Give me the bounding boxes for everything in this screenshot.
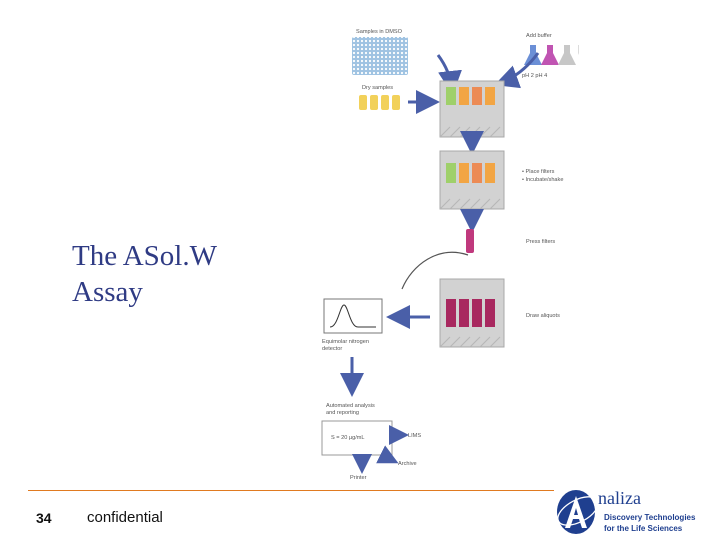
dry-samples-vials (359, 95, 400, 110)
label-press-filters: Press filters (526, 239, 555, 245)
logo-brand: naliza (598, 488, 641, 508)
assay-workflow-diagram: Samples in DMSO Add buffer pH 2 pH 4 Dry… (300, 15, 580, 485)
label-automated-line1: Automated analysis (326, 403, 375, 409)
footer-rule (28, 490, 554, 491)
label-draw-aliquots: Draw aliquots (526, 313, 560, 319)
label-detector-line1: Equimolar nitrogen (322, 339, 369, 345)
label-automated-line2: and reporting (326, 410, 359, 416)
slide-title-line-1: The ASol.W (72, 240, 217, 272)
page-number: 34 (36, 510, 52, 526)
label-archive: Archive (398, 461, 417, 467)
dmso-plate (352, 37, 408, 75)
company-logo: naliza Discovery Technologies for the Li… (554, 484, 714, 538)
label-place-filters: • Place filters (522, 169, 555, 175)
logo-tagline-line2: for the Life Sciences (604, 524, 683, 533)
label-add-buffer: Add buffer (526, 33, 552, 39)
footer-confidential: confidential (87, 509, 163, 526)
filter-plate-middle (439, 150, 505, 210)
logo-emblem-icon (557, 490, 599, 534)
pressed-filter-tube (466, 229, 474, 253)
label-printer: Printer (350, 475, 367, 481)
label-ph-values: pH 2 pH 4 (522, 73, 547, 79)
label-lims: LIMS (408, 433, 421, 439)
label-detector-line2: detector (322, 346, 342, 352)
label-samples-dmso: Samples in DMSO (356, 29, 403, 35)
arrow-to-archive (376, 445, 399, 464)
filter-plate-top (439, 80, 505, 138)
aliquot-probe-line (401, 251, 469, 290)
label-dry-samples: Dry samples (362, 85, 393, 91)
slide-title: The ASol.W Assay (72, 238, 272, 310)
buffer-flasks (524, 45, 579, 65)
detector-chromatogram (323, 298, 383, 334)
label-incubate: • Incubate/shake (522, 177, 563, 183)
label-result: S = 20 µg/mL (331, 435, 365, 441)
aliquot-plate (439, 278, 505, 348)
logo-tagline-line1: Discovery Technologies (604, 513, 696, 522)
slide-title-line-2: Assay (72, 276, 143, 308)
